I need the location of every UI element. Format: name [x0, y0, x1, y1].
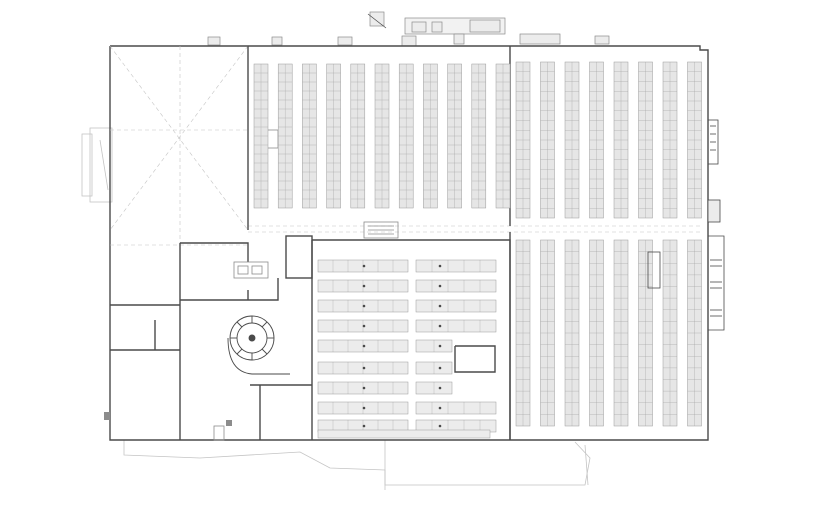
column-marker: [438, 366, 442, 370]
exterior-walls: [109, 45, 709, 441]
rack-block-north-centre: [253, 63, 511, 209]
shelf-row: [415, 279, 497, 293]
column-marker: [438, 324, 442, 328]
rack-block-south-east: [515, 239, 702, 427]
column-marker: [362, 264, 366, 268]
spiral-stair-icon: [227, 315, 290, 375]
column-marker: [362, 386, 366, 390]
shelving-block-centre: [317, 259, 497, 439]
shelf-row: [415, 259, 497, 273]
column-marker: [438, 284, 442, 288]
column-marker: [438, 344, 442, 348]
column-marker: [362, 324, 366, 328]
counter-strip: [317, 429, 491, 439]
column-marker: [438, 304, 442, 308]
column-marker: [438, 264, 442, 268]
column-marker: [438, 386, 442, 390]
column-marker: [362, 366, 366, 370]
column-marker: [362, 284, 366, 288]
shelf-row: [415, 401, 497, 415]
column-marker: [362, 304, 366, 308]
column-marker: [438, 424, 442, 428]
fixtures: [104, 412, 232, 426]
column-marker: [362, 406, 366, 410]
roof-equipment: [207, 11, 610, 47]
shelf-row: [415, 299, 497, 313]
shelf-row: [415, 319, 497, 333]
east-stairs: [647, 119, 725, 331]
structural-grid: [109, 45, 700, 246]
rack-block-north-east: [515, 61, 702, 219]
site-outline: [81, 127, 591, 490]
column-marker: [362, 344, 366, 348]
column-marker: [438, 406, 442, 410]
column-marker: [362, 424, 366, 428]
